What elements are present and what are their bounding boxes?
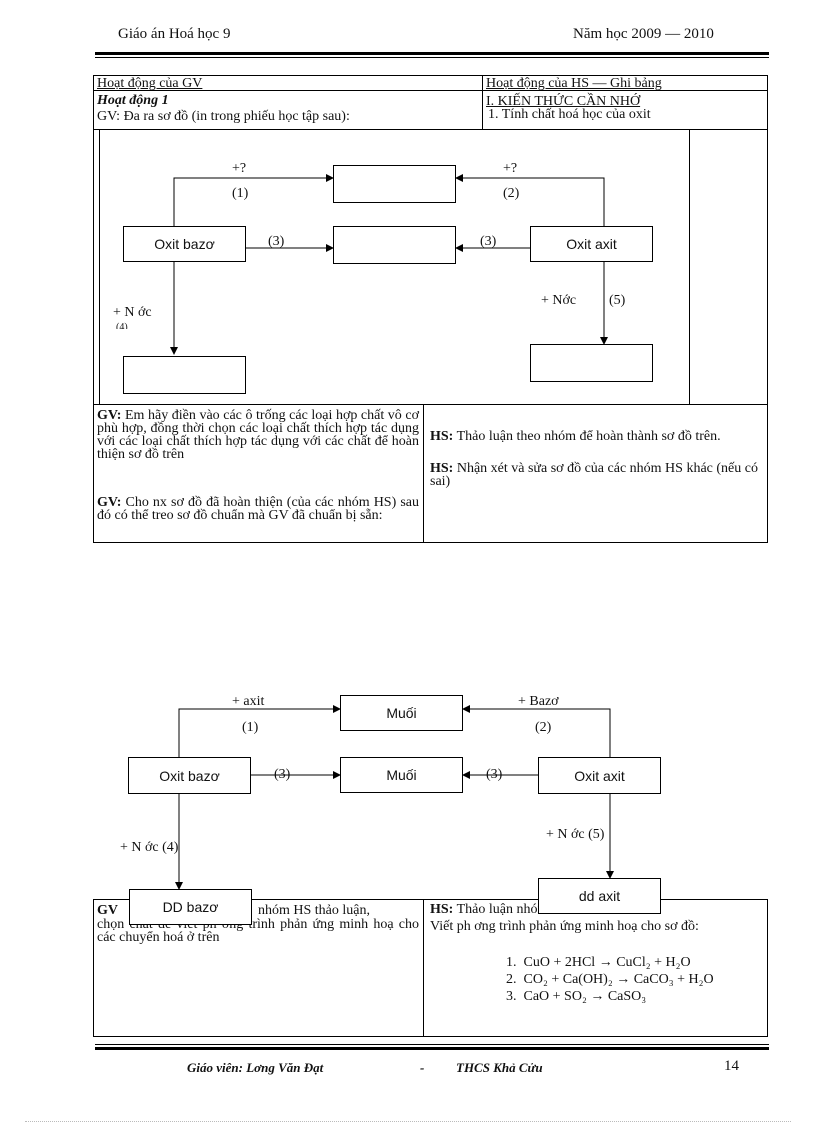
equation-list: 1. CuO + 2HCl → CuCl₂ + H₂O 2. CO₂ + Ca(…: [506, 954, 766, 1005]
gv-intro: GV: Đa ra sơ đồ (in trong phiếu học tập …: [97, 109, 350, 124]
label-plus-right: +?: [503, 161, 518, 176]
label-num5: (5): [609, 293, 626, 308]
row2-divider-v: [423, 404, 424, 543]
label2-plus-bazo: + Bazơ: [518, 694, 559, 709]
hs-label: HS:: [430, 429, 454, 444]
table1-divider-h2: [93, 129, 768, 130]
empty-box-top: [333, 165, 456, 203]
oxit-axit-box: Oxit axit: [530, 226, 653, 262]
label-nuoc-right: + Nớc: [541, 293, 577, 308]
hs-response-text: Thảo luận theo nhóm để hoàn thành sơ đồ …: [456, 429, 721, 444]
label-nuoc-left: + N ớc: [113, 305, 152, 320]
footer-dash: -: [420, 1060, 425, 1075]
equation-1: 1. CuO + 2HCl → CuCl₂ + H₂O: [506, 955, 691, 970]
gv-instruction-text: Em hãy điền vào các ô trống các loại hợp…: [97, 408, 420, 462]
activity-title: Hoạt động 1: [97, 93, 169, 108]
label-plus-left: +?: [232, 161, 247, 176]
table2-frame: [93, 899, 768, 1037]
section-title: I. KIẾN THỨC CẦN NHỚ: [486, 94, 641, 109]
label2-num3-left: (3): [274, 767, 291, 782]
dd-bazo-box: DD bazơ: [129, 889, 252, 925]
page-bottom-dotted-line: [25, 1121, 791, 1122]
oxit-axit-box-2: Oxit axit: [538, 757, 661, 794]
hs-row3: HS: Thảo luận nhóm.: [430, 902, 762, 917]
header-left: Giáo án Hoá học 9: [118, 26, 231, 42]
label2-num2: (2): [535, 720, 552, 735]
equation-3: 3. CaO + SO₂ → CaSO₃: [506, 989, 647, 1004]
hs-label: HS:: [430, 902, 454, 917]
label-num2: (2): [503, 186, 520, 201]
table2-divider-v: [423, 899, 424, 1037]
subsection-title: 1. Tính chất hoá học của oxit: [488, 107, 651, 122]
footer-rule: [95, 1044, 769, 1045]
arrow-icon: →: [598, 955, 613, 970]
header-rule: [95, 52, 769, 55]
footer-school: THCS Khả Cửu: [456, 1060, 543, 1075]
gv-label: GV:: [97, 495, 122, 510]
empty-box-bottom-left: [123, 356, 246, 394]
gv-label: GV:: [97, 408, 122, 423]
label-num1: (1): [232, 186, 249, 201]
footer-rule-thick: [95, 1047, 769, 1050]
arrow-icon: →: [590, 989, 605, 1004]
oxit-bazo-box: Oxit bazơ: [123, 226, 246, 262]
oxit-bazo-box-2: Oxit bazơ: [128, 757, 251, 794]
arrow-icon: →: [616, 972, 631, 987]
label2-num1: (1): [242, 720, 259, 735]
page-number: 14: [724, 1058, 739, 1074]
hs-response-2: HS: Nhận xét và sửa sơ đồ của các nhóm H…: [430, 461, 760, 489]
diagram1-frame: [99, 130, 690, 405]
dd-axit-box: dd axit: [538, 878, 661, 914]
row2-divider-h: [93, 404, 768, 405]
empty-box-bottom-right: [530, 344, 653, 382]
table1-frame: [93, 75, 768, 543]
header-right: Năm học 2009 — 2010: [573, 26, 714, 42]
footer-teacher: Giáo viên: Lơng Văn Đạt: [187, 1060, 324, 1075]
label2-nuoc-left: + N ớc (4): [120, 840, 179, 855]
table1-divider-h1: [93, 90, 768, 91]
gv-instruction-2: GV: Cho nx sơ đồ đã hoàn thiện (của các …: [97, 495, 420, 523]
gv-instruction-1: GV: Em hãy điền vào các ô trống các loại…: [97, 408, 420, 462]
hs-label: HS:: [430, 461, 454, 476]
label2-nuoc-right: + N ớc (5): [546, 827, 605, 842]
empty-box-middle: [333, 226, 456, 264]
label2-plus-axit: + axit: [232, 694, 265, 709]
col-gv-header: Hoạt động của GV: [97, 76, 203, 91]
gv-instruction-text: Cho nx sơ đồ đã hoàn thiện (của các nhóm…: [97, 495, 420, 523]
hs-response-1: HS: Thảo luận theo nhóm để hoàn thành sơ…: [430, 429, 760, 444]
label2-num3-right: (3): [486, 767, 503, 782]
col-hs-header: Hoạt động của HS — Ghi bảng: [486, 76, 662, 91]
gv-text-row3a: nhóm HS thảo luận,: [258, 903, 370, 918]
muoi-box-middle: Muối: [340, 757, 463, 793]
muoi-box-top: Muối: [340, 695, 463, 731]
table1-divider-v: [482, 75, 483, 130]
gv-label-row3: GV: [97, 903, 118, 918]
header-rule-thin: [95, 57, 769, 58]
label-num3-left: (3): [268, 234, 285, 249]
hs-text-row3b: Viết ph ơng trình phản ứng minh hoạ cho …: [430, 919, 699, 934]
label-num4: (4): [116, 322, 128, 329]
equation-2: 2. CO₂ + Ca(OH)₂ → CaCO₃ + H₂O: [506, 972, 714, 987]
hs-text-row3a: Thảo luận nhóm.: [456, 902, 552, 917]
label-num3-right: (3): [480, 234, 497, 249]
hs-response-text: Nhận xét và sửa sơ đồ của các nhóm HS kh…: [430, 461, 758, 489]
